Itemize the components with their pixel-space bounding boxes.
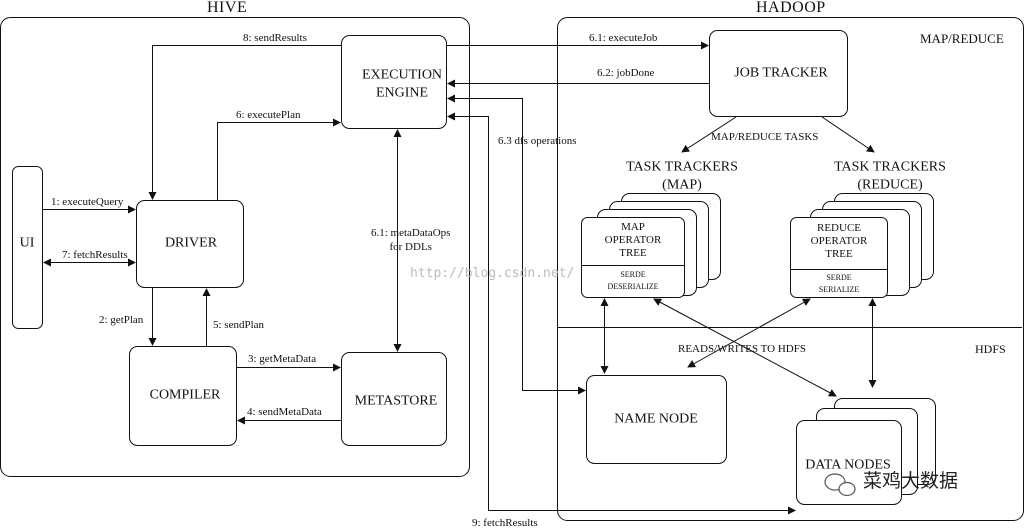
send-plan-label: 5: sendPlan [213, 319, 265, 331]
dfs-operations-label: 6.3 dfs operations [498, 135, 577, 147]
watermark-brand: 菜鸡大数据 [863, 470, 959, 492]
watermark-url: http://blog.csdn.net/ [410, 266, 575, 281]
hive-title: HIVE [207, 0, 248, 16]
get-plan-label: 2: getPlan [99, 314, 144, 326]
edge-reduce-namenode [687, 298, 811, 368]
compiler-label: COMPILER [149, 387, 221, 403]
edge-tasks-reduce [821, 116, 875, 153]
execute-job-label: 6.1: executeJob [589, 32, 658, 44]
get-metadata-label: 3: getMetaData [248, 353, 317, 365]
execution-engine-box [341, 35, 447, 129]
compiler-box [129, 346, 237, 446]
map-operator-tree-label: MAP OPERATOR TREE [604, 221, 662, 260]
hdfs-label: HDFS [975, 342, 1006, 356]
metastore-box [341, 352, 447, 446]
reads-writes-label: READS/WRITES TO HDFS [678, 343, 806, 355]
data-nodes-label: DATA NODES [805, 457, 891, 473]
job-done-label: 6.2: jobDone [597, 67, 655, 79]
job-tracker-label: JOB TRACKER [734, 65, 828, 81]
driver-box [136, 200, 244, 288]
map-reduce-label: MAP/REDUCE [920, 31, 1004, 46]
execute-plan-label: 6: executePlan [236, 109, 301, 121]
send-results-label: 8: sendResults [243, 32, 307, 44]
fetch-results-label: 7: fetchResults [62, 249, 128, 261]
task-trackers-reduce-label: TASK TRACKERS (REDUCE) [834, 159, 946, 193]
send-metadata-label: 4: sendMetaData [247, 406, 322, 418]
edge-send-results [148, 45, 341, 200]
map-serde-label: SERDE DESERIALIZE [607, 270, 659, 291]
ui-box [12, 166, 43, 329]
edge-fetch-results-hdfs [447, 112, 796, 515]
data-nodes-box [796, 420, 902, 505]
task-trackers-map-label: TASK TRACKERS (MAP) [626, 159, 738, 193]
wechat-icon [824, 473, 856, 497]
execute-query-label: 1: executeQuery [51, 196, 124, 208]
name-node-label: NAME NODE [614, 411, 698, 427]
metadata-ops-label: 6.1: metaDataOps for DDLs [371, 227, 451, 254]
driver-label: DRIVER [164, 235, 218, 251]
map-reduce-tasks-label: MAP/REDUCE TASKS [711, 131, 819, 143]
edge-tasks-map [681, 116, 737, 153]
ui-label: UI [19, 235, 35, 251]
reduce-operator-tree-label: REDUCE OPERATOR TREE [810, 222, 868, 261]
fetch-results-hdfs-label: 9: fetchResults [472, 517, 538, 529]
metastore-label: METASTORE [354, 393, 438, 409]
execution-engine-label: EXECUTION ENGINE [361, 67, 443, 101]
edge-execute-plan [217, 118, 341, 200]
reduce-serde-label: SERDE SERIALIZE [818, 273, 860, 294]
hadoop-title: HADOOP [756, 0, 826, 16]
